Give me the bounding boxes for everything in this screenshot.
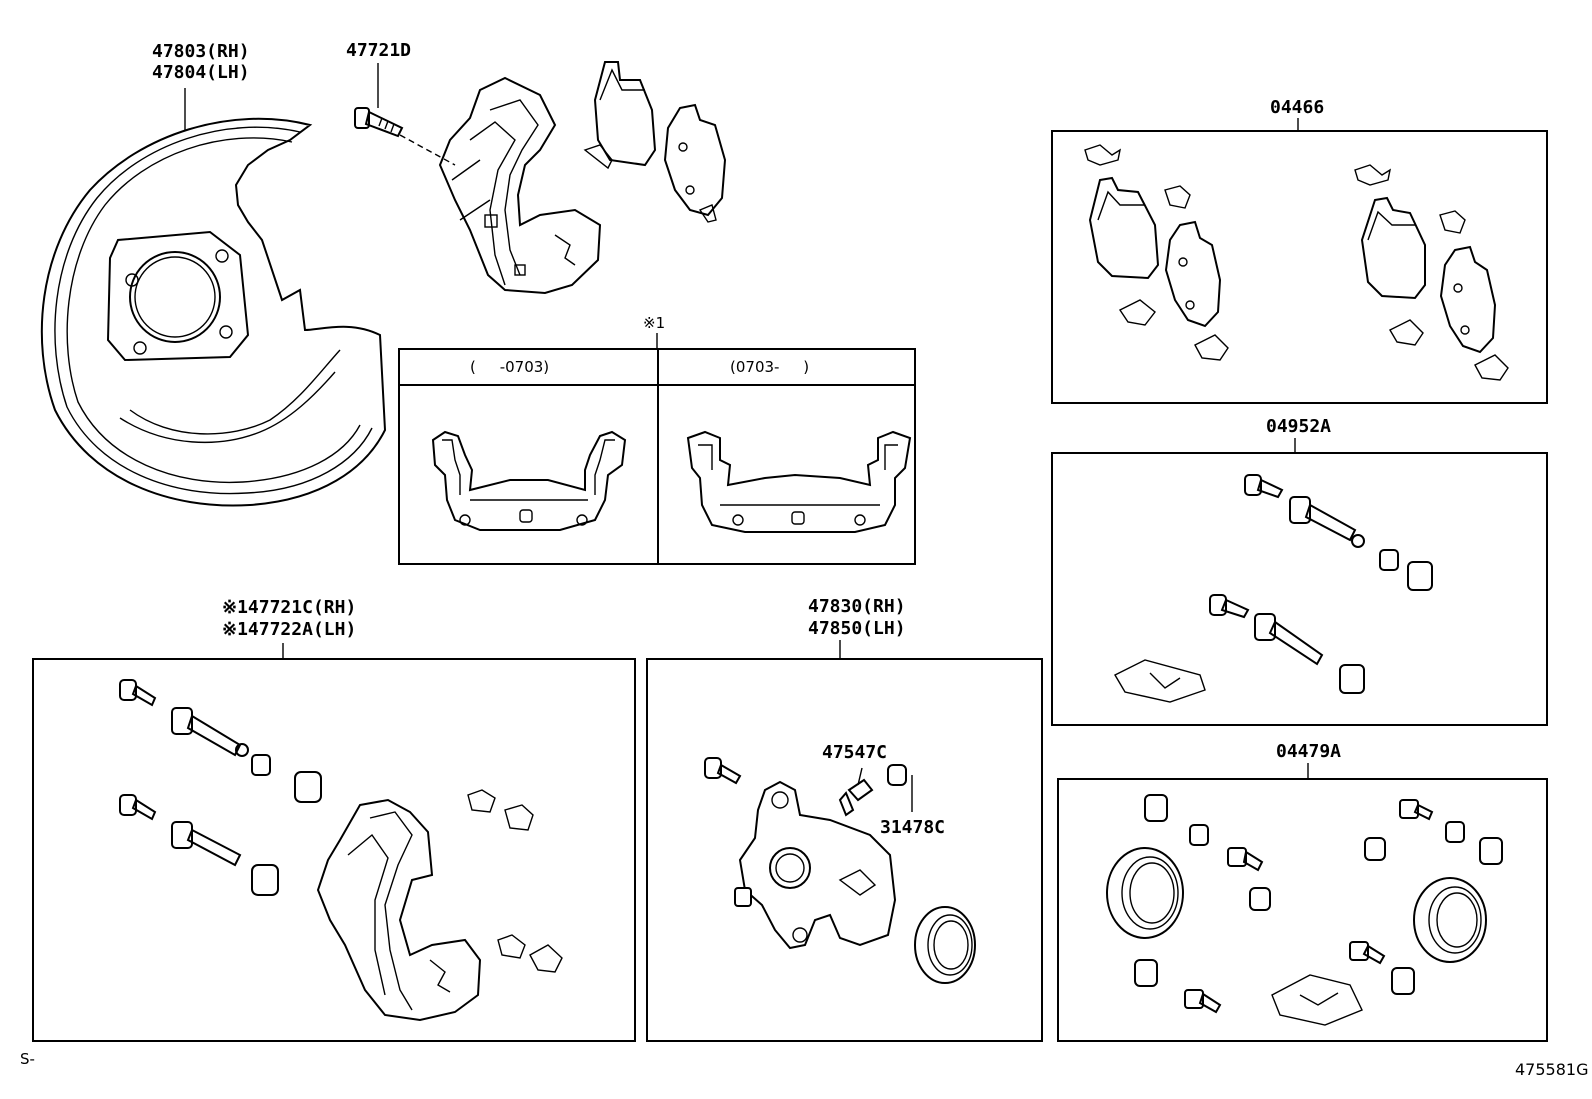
bolt-47721d-drawing (354, 63, 456, 166)
mounting-kit-drawing (119, 679, 563, 1022)
mounting-bracket-top-drawing (438, 76, 602, 295)
footer-left-text: S- (20, 1050, 35, 1068)
seal-kit-04479a-drawing (1106, 794, 1503, 1026)
label-shield-lh: 47804(LH) (152, 62, 250, 83)
variant-comparison-box (398, 348, 916, 565)
label-mount-rh: ※147721C(RH) (222, 597, 357, 618)
dust-shield-drawing (40, 117, 387, 507)
bracket-variant-old-drawing (431, 430, 627, 531)
pad-kit-04466-drawing (1084, 144, 1509, 381)
label-cap: 31478C (880, 817, 946, 838)
brake-pads-top-drawing (583, 61, 727, 223)
label-kit-04466: 04466 (1270, 97, 1325, 118)
label-kit-04479a: 04479A (1276, 741, 1342, 762)
label-mount-lh: ※147722A(LH) (222, 619, 357, 640)
label-shield-rh: 47803(RH) (152, 41, 250, 62)
label-caliper-rh: 47830(RH) (808, 596, 906, 617)
pin-kit-04952a-drawing (1114, 474, 1433, 703)
label-note-mark: ※1 (643, 314, 666, 332)
label-kit-04952a: 04952A (1266, 416, 1332, 437)
kit-04479a-box (1057, 778, 1548, 1042)
figure-number: 475581G (1515, 1060, 1589, 1079)
label-range-right: (0703- ) (730, 358, 810, 376)
label-caliper-lh: 47850(LH) (808, 618, 906, 639)
label-range-left: ( -0703) (470, 358, 550, 376)
mounting-kit-box (32, 658, 636, 1042)
caliper-drawing (704, 757, 976, 984)
caliper-box (646, 658, 1043, 1042)
bracket-variant-new-drawing (686, 430, 912, 533)
label-bleeder: 47547C (822, 742, 888, 763)
kit-04952a-box (1051, 452, 1548, 726)
kit-04466-box (1051, 130, 1548, 404)
label-bolt: 47721D (346, 40, 412, 61)
